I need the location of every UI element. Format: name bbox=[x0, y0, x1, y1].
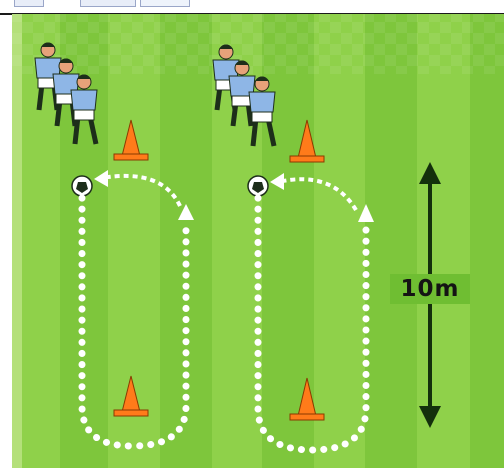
top-toolbar bbox=[0, 0, 504, 14]
ball-icon bbox=[248, 176, 268, 196]
ball-icon bbox=[72, 176, 92, 196]
toolbar-tab-button[interactable] bbox=[140, 0, 190, 7]
toolbar-tab-button[interactable] bbox=[80, 0, 136, 7]
drill-diagram bbox=[0, 14, 504, 468]
toolbar-tab-button[interactable] bbox=[14, 0, 44, 7]
distance-label: 10m bbox=[390, 274, 470, 304]
